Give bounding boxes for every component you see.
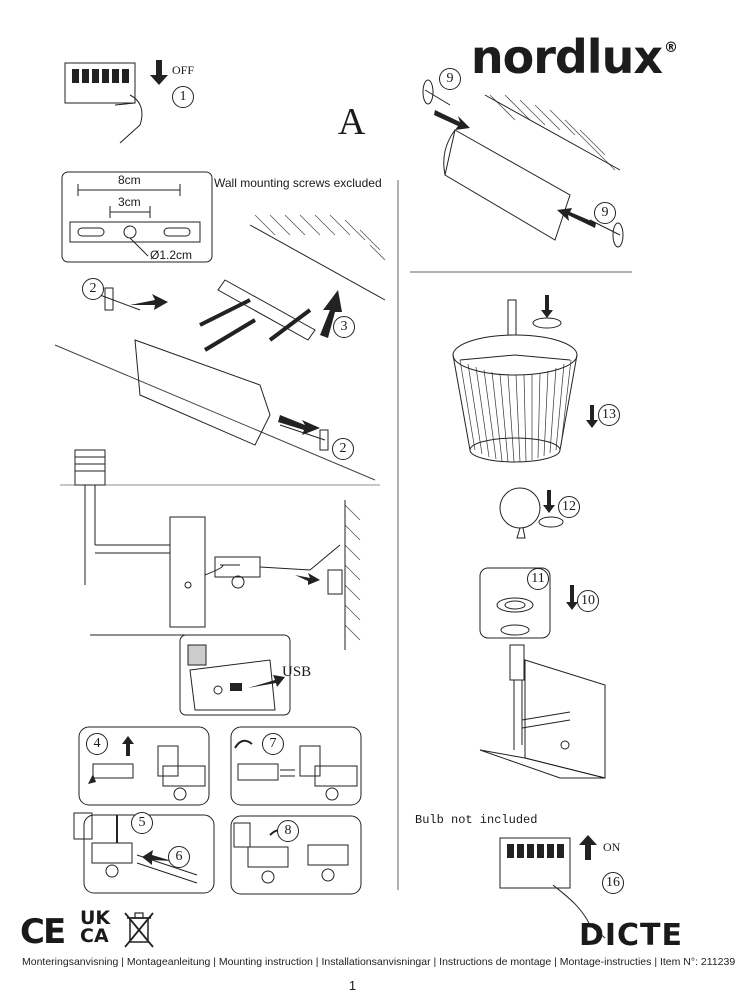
- panel-step-7: [230, 726, 362, 806]
- step-badge: 4: [86, 733, 108, 755]
- usb-label: USB: [282, 664, 312, 680]
- step-badge: 7: [262, 733, 284, 755]
- off-label: OFF: [172, 63, 195, 77]
- step-badge: 13: [598, 404, 620, 426]
- step-badge: 2: [82, 278, 104, 300]
- bulb-note: Bulb not included: [415, 813, 538, 827]
- wall-screws-note: Wall mounting screws excluded: [214, 176, 382, 190]
- ce-mark: CE: [20, 912, 66, 952]
- step-badge: 10: [577, 590, 599, 612]
- on-label: ON: [603, 840, 621, 854]
- lamp-connection-illustration: [74, 449, 361, 716]
- wall-mount-illustration: [99, 214, 386, 451]
- section-letter: A: [338, 101, 366, 143]
- step-badge: 5: [131, 812, 153, 834]
- mount-tightening-illustration: [422, 79, 624, 248]
- step-badge: 12: [558, 496, 580, 518]
- step-badge: 2: [332, 438, 354, 460]
- step-badge: 6: [168, 846, 190, 868]
- footer-languages: Monteringsanvisning | Montageanleitung |…: [22, 956, 735, 968]
- bulb-illustration: [499, 487, 564, 539]
- step-badge: 9: [594, 202, 616, 224]
- brand-logo: nordlux®: [470, 30, 678, 84]
- breaker-off-illustration: [64, 60, 168, 144]
- step-badge: 1: [172, 86, 194, 108]
- panel-step-4: [78, 726, 210, 806]
- lamp-base-illustration: [479, 644, 606, 779]
- dimension-8cm: 8cm: [118, 173, 141, 187]
- product-name: DICTE: [578, 918, 683, 953]
- step-badge: 9: [439, 68, 461, 90]
- step-badge: 11: [527, 568, 549, 590]
- dimension-3cm: 3cm: [118, 195, 141, 209]
- step-badge: 16: [602, 872, 624, 894]
- ukca-mark: UK CA: [80, 907, 111, 947]
- ring-illustration: [479, 567, 578, 639]
- bracket-dimension-drawing: [61, 171, 213, 263]
- page-number: 1: [348, 978, 357, 993]
- step-badge: 8: [277, 820, 299, 842]
- page-dividers: [54, 180, 632, 890]
- shade-illustration: [452, 295, 598, 463]
- weee-bin-icon: [124, 912, 154, 948]
- step-badge: 3: [333, 316, 355, 338]
- breaker-on-illustration: [499, 835, 606, 939]
- dimension-hole: Ø1.2cm: [150, 248, 193, 262]
